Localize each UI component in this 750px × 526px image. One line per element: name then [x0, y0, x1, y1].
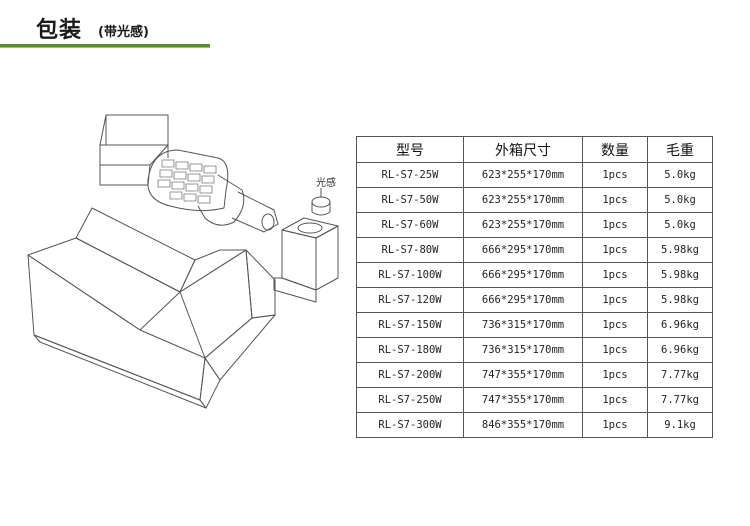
title-underline	[0, 44, 210, 47]
model-cell: RL-S7-180W	[356, 337, 464, 363]
gross-weight-cell: 5.98kg	[647, 262, 713, 288]
quantity-cell: 1pcs	[582, 337, 648, 363]
column-header-model: 型号	[356, 136, 464, 163]
carton-size-cell: 846*355*170mm	[463, 412, 583, 438]
title-underline-light	[0, 47, 210, 48]
carton-size-cell: 736*315*170mm	[463, 312, 583, 338]
model-cell: RL-S7-80W	[356, 237, 464, 263]
quantity-cell: 1pcs	[582, 387, 648, 413]
model-cell: RL-S7-150W	[356, 312, 464, 338]
quantity-cell: 1pcs	[582, 412, 648, 438]
gross-weight-cell: 5.98kg	[647, 237, 713, 263]
street-lamp	[147, 149, 279, 233]
quantity-cell: 1pcs	[582, 312, 648, 338]
quantity-cell: 1pcs	[582, 287, 648, 313]
model-cell: RL-S7-60W	[356, 212, 464, 238]
quantity-cell: 1pcs	[582, 262, 648, 288]
open-box	[27, 207, 276, 409]
packaging-illustration: 光感	[27, 114, 339, 409]
quantity-cell: 1pcs	[582, 187, 648, 213]
model-cell: RL-S7-100W	[356, 262, 464, 288]
carton-size-cell: 623*255*170mm	[463, 187, 583, 213]
page-subtitle: (带光感)	[98, 25, 149, 40]
carton-size-cell: 747*355*170mm	[463, 362, 583, 388]
gross-weight-cell: 7.77kg	[647, 387, 713, 413]
gross-weight-cell: 5.0kg	[647, 212, 713, 238]
carton-size-cell: 747*355*170mm	[463, 387, 583, 413]
page-header: 包装 (带光感)	[0, 0, 750, 60]
foam-block-left	[99, 114, 169, 186]
page-title: 包装	[36, 18, 83, 43]
column-header-carton-size: 外箱尺寸	[463, 136, 583, 163]
column-header-gross-weight: 毛重	[647, 136, 713, 163]
quantity-cell: 1pcs	[582, 362, 648, 388]
model-cell: RL-S7-200W	[356, 362, 464, 388]
carton-size-cell: 623*255*170mm	[463, 212, 583, 238]
model-cell: RL-S7-250W	[356, 387, 464, 413]
carton-size-cell: 736*315*170mm	[463, 337, 583, 363]
model-cell: RL-S7-50W	[356, 187, 464, 213]
gross-weight-cell: 7.77kg	[647, 362, 713, 388]
carton-size-cell: 623*255*170mm	[463, 162, 583, 188]
table-header-row: 型号 外箱尺寸 数量 毛重	[356, 136, 713, 163]
model-cell: RL-S7-25W	[356, 162, 464, 188]
photocell	[311, 188, 331, 216]
model-cell: RL-S7-300W	[356, 412, 464, 438]
gross-weight-cell: 5.0kg	[647, 187, 713, 213]
foam-block-right	[273, 217, 339, 303]
quantity-cell: 1pcs	[582, 237, 648, 263]
column-header-quantity: 数量	[582, 136, 648, 163]
gross-weight-cell: 5.0kg	[647, 162, 713, 188]
carton-size-cell: 666*295*170mm	[463, 237, 583, 263]
photocell-label: 光感	[316, 176, 336, 189]
quantity-cell: 1pcs	[582, 212, 648, 238]
gross-weight-cell: 9.1kg	[647, 412, 713, 438]
gross-weight-cell: 6.96kg	[647, 312, 713, 338]
carton-size-cell: 666*295*170mm	[463, 262, 583, 288]
gross-weight-cell: 6.96kg	[647, 337, 713, 363]
carton-size-cell: 666*295*170mm	[463, 287, 583, 313]
gross-weight-cell: 5.98kg	[647, 287, 713, 313]
model-cell: RL-S7-120W	[356, 287, 464, 313]
quantity-cell: 1pcs	[582, 162, 648, 188]
